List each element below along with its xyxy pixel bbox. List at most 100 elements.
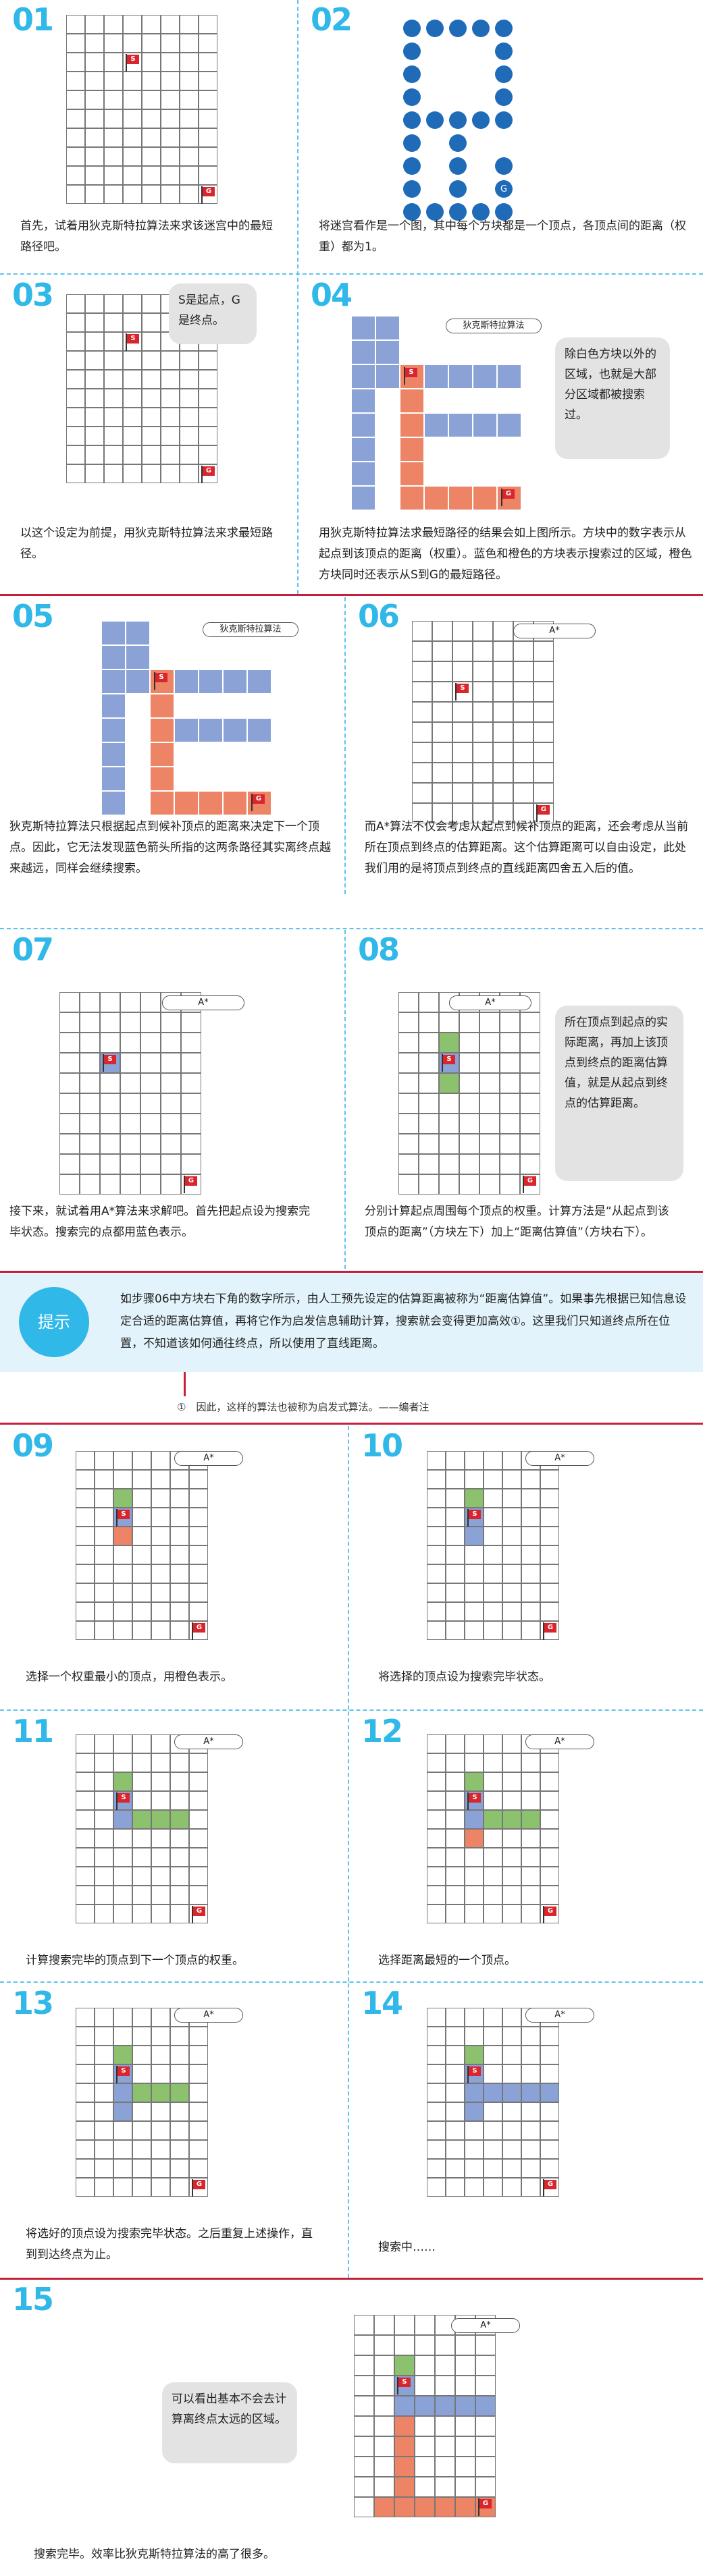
astar-cell <box>76 1791 95 1810</box>
astar-cell <box>59 1093 80 1114</box>
maze-cell <box>104 332 123 351</box>
path-cell <box>199 767 223 791</box>
astar-cell <box>452 722 473 742</box>
astar-cell <box>439 1093 459 1114</box>
astar-cell <box>484 2064 502 2083</box>
astar-cell <box>502 2140 521 2159</box>
path-cell <box>375 389 400 413</box>
astar-cell <box>76 2064 95 2083</box>
astar-cell <box>513 682 533 702</box>
goal-flag-icon: G <box>251 794 266 811</box>
flag-label: S <box>127 334 139 344</box>
path-cell <box>375 364 400 389</box>
astar-cell <box>432 621 452 641</box>
astar-cell <box>120 1053 140 1073</box>
maze-cell <box>161 72 180 90</box>
astar-cell <box>502 2083 521 2102</box>
flag-pole <box>103 1054 104 1072</box>
flag-pole <box>154 672 155 690</box>
maze-cell <box>66 53 85 72</box>
astar-cell <box>113 1470 132 1489</box>
astar-cell <box>100 1033 120 1053</box>
path-cell <box>101 694 126 718</box>
astar-cell <box>533 641 554 661</box>
astar-cell <box>394 2477 415 2497</box>
flag-label: G <box>185 1176 197 1186</box>
divider <box>0 928 703 929</box>
astar-cell <box>140 1073 161 1093</box>
astar-cell <box>540 2064 559 2083</box>
astar-cell <box>473 742 493 763</box>
path-cell <box>126 742 150 767</box>
astar-cell <box>76 1621 95 1640</box>
start-flag-icon: S <box>397 2377 412 2394</box>
astar-cell <box>493 702 513 722</box>
astar-cell <box>473 803 493 823</box>
path-cell <box>448 340 473 364</box>
astar-cell <box>412 661 432 682</box>
astar-cell <box>459 1114 479 1134</box>
astar-cell <box>502 1602 521 1621</box>
astar-cell <box>76 1470 95 1489</box>
astar-cell <box>533 661 554 682</box>
astar-cell <box>473 621 493 641</box>
flag-pole <box>455 683 457 701</box>
astar-cell <box>59 1033 80 1053</box>
astar-cell <box>484 2102 502 2121</box>
astar-cell <box>521 1527 540 1545</box>
astar-cell <box>412 722 432 742</box>
astar-cell <box>446 1602 465 1621</box>
astar-cell <box>151 2008 170 2027</box>
astar-cell <box>59 1073 80 1093</box>
astar-cell <box>151 1602 170 1621</box>
goal-flag-icon: G <box>501 489 516 506</box>
astar-cell <box>76 1886 95 1904</box>
astar-cell <box>533 702 554 722</box>
astar-cell <box>521 2102 540 2121</box>
astar-cell <box>151 1886 170 1904</box>
astar-cell <box>170 1753 189 1772</box>
astar-cell <box>432 742 452 763</box>
astar-cell <box>120 1154 140 1174</box>
maze-cell <box>199 389 217 408</box>
astar-cell <box>132 1848 151 1867</box>
astar-cell <box>80 1114 100 1134</box>
maze-cell <box>123 294 142 313</box>
astar-cell <box>493 621 513 641</box>
astar-grid <box>427 2008 559 2197</box>
astar-cell <box>465 2178 484 2197</box>
flag-label: S <box>443 1055 455 1064</box>
astar-cell <box>181 1073 201 1093</box>
astar-cell <box>76 1564 95 1583</box>
path-cell <box>199 645 223 669</box>
astar-cell <box>455 2477 475 2497</box>
astar-cell <box>473 783 493 803</box>
astar-cell <box>484 1564 502 1583</box>
astar-cell <box>465 1621 484 1640</box>
astar-cell <box>80 1134 100 1154</box>
astar-cell <box>80 1053 100 1073</box>
maze-cell <box>66 408 85 427</box>
path-cell <box>424 437 448 462</box>
astar-cell <box>113 1583 132 1602</box>
astar-cell <box>59 1174 80 1195</box>
graph-vertex <box>495 111 513 129</box>
panel-caption: 将迷宫看作是一个图，其中每个方块都是一个顶点，各顶点间的距离（权重）都为1。 <box>319 219 686 254</box>
astar-cell <box>80 992 100 1012</box>
path-cell <box>473 413 497 437</box>
astar-cell <box>435 2436 455 2457</box>
astar-cell <box>95 1583 113 1602</box>
astar-cell <box>502 1734 521 1753</box>
flag-pole <box>201 466 203 483</box>
astar-cell <box>354 2396 374 2416</box>
astar-cell <box>170 1848 189 1867</box>
astar-cell <box>502 1508 521 1527</box>
astar-cell <box>113 1829 132 1848</box>
flag-pole <box>467 1792 469 1810</box>
maze-cell <box>104 427 123 445</box>
astar-cell <box>132 1734 151 1753</box>
path-cell <box>126 791 150 815</box>
maze-cell <box>104 53 123 72</box>
astar-cell <box>76 2027 95 2046</box>
astar-cell <box>394 2497 415 2517</box>
